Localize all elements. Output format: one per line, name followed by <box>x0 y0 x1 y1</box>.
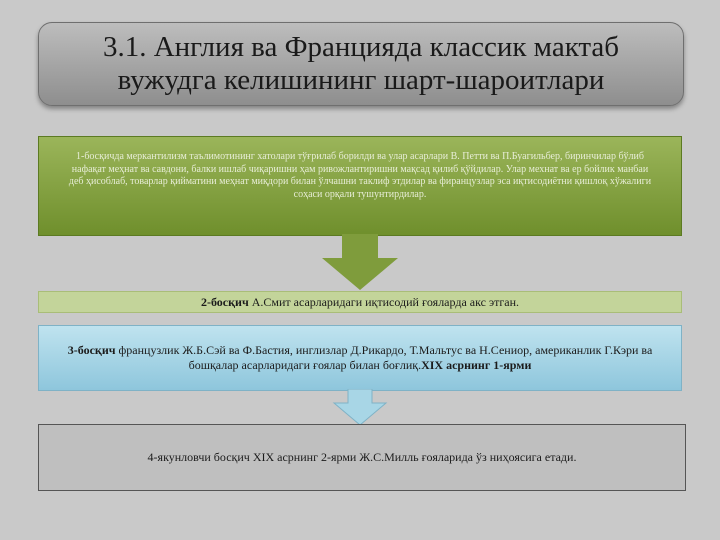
stage-3-text: французлик Ж.Б.Сэй ва Ф.Бастия, инглизла… <box>115 343 653 372</box>
slide-title: 3.1. Англия ва Францияда классик мактаб … <box>38 22 684 106</box>
stage-4-text: 4-якунловчи босқич XIX асрнинг 2-ярми Ж.… <box>147 450 577 464</box>
stage-1-box: 1-босқичда меркантилизм таълимотининг ха… <box>38 136 682 236</box>
stage-3-box: 3-босқич французлик Ж.Б.Сэй ва Ф.Бастия,… <box>38 325 682 391</box>
stage-2-box: 2-босқич А.Смит асарларидаги иқтисодий ғ… <box>38 291 682 313</box>
down-arrow-green-icon <box>322 234 398 290</box>
stage-3-period: XIX асрнинг 1-ярми <box>421 358 532 372</box>
title-line-1: 3.1. Англия ва Францияда классик мактаб <box>102 31 620 63</box>
down-arrow-blue-icon <box>332 389 388 426</box>
stage-2-label: 2-босқич <box>200 294 249 309</box>
stage-2-text: А.Смит асарларидаги иқтисодий ғояларда а… <box>248 294 520 309</box>
stage-4-box: 4-якунловчи босқич XIX асрнинг 2-ярми Ж.… <box>38 424 686 491</box>
stage-3-label: 3-босқич <box>67 343 116 357</box>
stage-1-text: 1-босқичда меркантилизм таълимотининг ха… <box>68 151 652 200</box>
title-line-2: вужудга келишининг шарт-шароитлари <box>117 64 605 96</box>
